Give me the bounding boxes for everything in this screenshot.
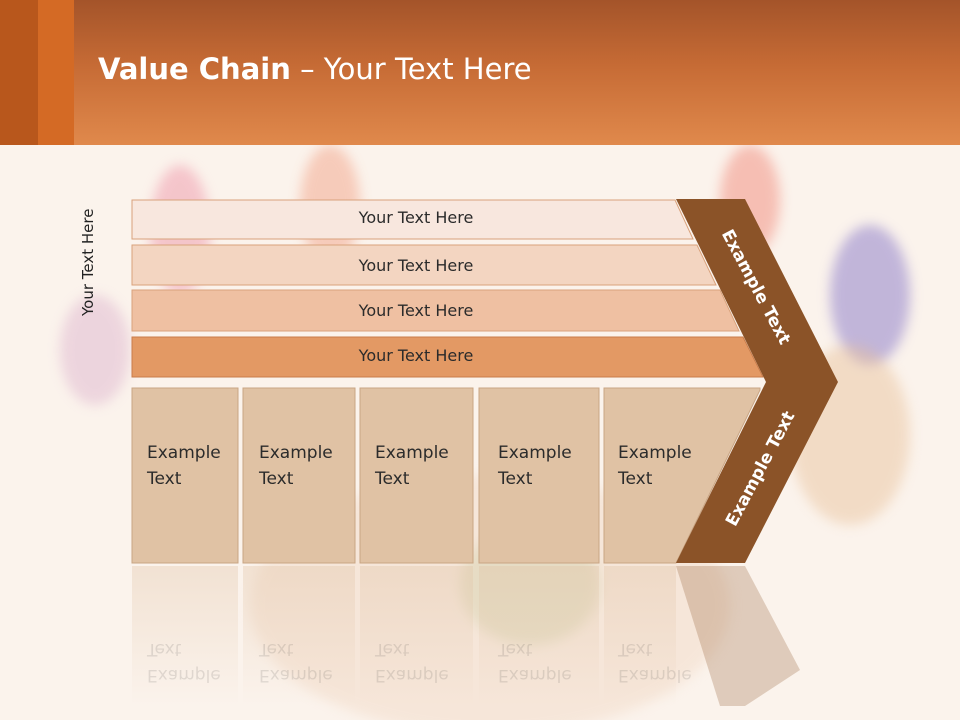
banner-stripe-dark <box>0 0 38 145</box>
support-bar-4-label: Your Text Here <box>358 346 474 365</box>
title-bold: Value Chain <box>98 52 291 86</box>
reflection-box-5 <box>604 566 676 706</box>
primary-box-1[interactable] <box>131 387 239 564</box>
support-bar-1-label: Your Text Here <box>358 208 474 227</box>
banner-stripe-light <box>38 0 74 145</box>
primary-box-4-line1: Example <box>498 443 572 463</box>
support-bar-2-label: Your Text Here <box>358 256 474 275</box>
photo-finger-violet <box>60 295 130 405</box>
support-bar-3-label: Your Text Here <box>358 301 474 320</box>
primary-box-5[interactable] <box>603 387 761 564</box>
primary-box-3-line1: Example <box>375 443 449 463</box>
reflection-text-5-line1: Example <box>618 665 692 685</box>
reflection-text-3-line1: Example <box>375 665 449 685</box>
reflection-box-1 <box>132 566 238 706</box>
reflection-text-5-line2: Text <box>618 639 653 659</box>
reflection-text-1-line1: Example <box>147 665 221 685</box>
reflection-box-3 <box>360 566 473 706</box>
primary-box-2-line2: Text <box>259 469 294 489</box>
reflection-text-4: Example Text <box>498 636 572 688</box>
margin-chevron[interactable] <box>676 199 838 563</box>
reflection-text-2-line2: Text <box>259 639 294 659</box>
title-rest: – Your Text Here <box>290 52 532 86</box>
photo-finger-blue <box>830 225 910 365</box>
support-bar-3[interactable] <box>131 289 740 332</box>
reflection-text-5: Example Text <box>618 636 692 688</box>
reflection-text-1-line2: Text <box>147 639 182 659</box>
slide-title[interactable]: Value Chain – Your Text Here <box>98 52 532 86</box>
title-banner: Value Chain – Your Text Here <box>0 0 960 145</box>
primary-box-3[interactable] <box>359 387 474 564</box>
primary-box-1-line2: Text <box>147 469 182 489</box>
reflection-text-3: Example Text <box>375 636 449 688</box>
support-bar-4[interactable] <box>131 336 764 378</box>
reflection-chevron <box>676 566 800 706</box>
primary-box-1-line1: Example <box>147 443 221 463</box>
support-bar-2[interactable] <box>131 244 717 286</box>
primary-box-2[interactable] <box>242 387 356 564</box>
primary-box-5-line1: Example <box>618 443 692 463</box>
primary-box-2-line1: Example <box>259 443 333 463</box>
reflection-text-4-line1: Example <box>498 665 572 685</box>
reflection-text-2-line1: Example <box>259 665 333 685</box>
primary-box-4[interactable] <box>478 387 600 564</box>
reflection-text-4-line2: Text <box>498 639 533 659</box>
reflection-text-2: Example Text <box>259 636 333 688</box>
support-bar-1[interactable] <box>131 199 694 240</box>
reflection-box-4 <box>479 566 599 706</box>
reflection-text-1: Example Text <box>147 636 221 688</box>
primary-box-4-line2: Text <box>498 469 533 489</box>
reflection-text-3-line2: Text <box>375 639 410 659</box>
reflection-box-2 <box>243 566 355 706</box>
primary-box-3-line2: Text <box>375 469 410 489</box>
primary-box-5-line2: Text <box>618 469 653 489</box>
